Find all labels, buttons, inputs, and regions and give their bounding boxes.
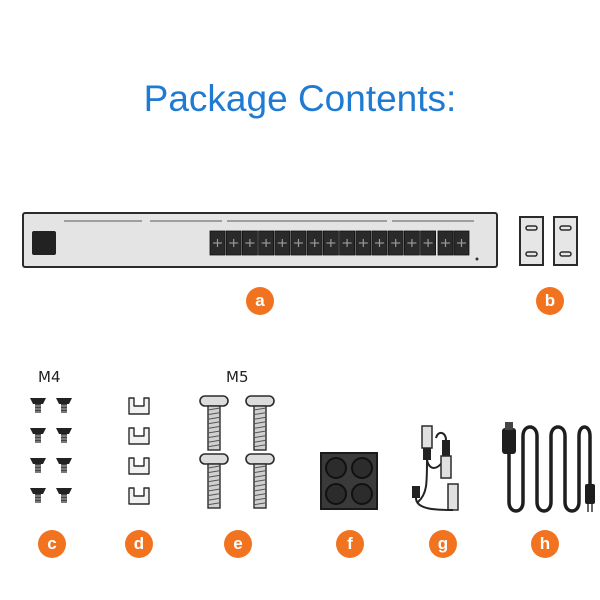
- item-badge-h: h: [531, 530, 559, 558]
- m4-screw: [30, 398, 46, 413]
- page-title: Package Contents:: [143, 78, 457, 119]
- sfp-port: [371, 230, 388, 256]
- m4-screw: [30, 428, 46, 443]
- cage-clip: [128, 487, 150, 505]
- sfp-port: [274, 230, 291, 256]
- m4-screw: [56, 398, 72, 413]
- dac-cable-illustration: [412, 425, 459, 511]
- m4-screw: [30, 488, 46, 503]
- sfp-port: [306, 230, 323, 256]
- m4-screw: [56, 428, 72, 443]
- sfp-port: [355, 230, 372, 256]
- m5-screw: [245, 453, 275, 509]
- sfp-port: [420, 230, 437, 256]
- rubber-feet-illustration: [320, 452, 378, 510]
- sfp-port: [339, 230, 356, 256]
- item-badge-e: e: [224, 530, 252, 558]
- rack-ears-illustration: [519, 216, 578, 266]
- sfp-port: [225, 230, 242, 256]
- power-cord-illustration: [502, 422, 595, 513]
- sfp-port: [403, 230, 420, 256]
- sfp-port: [241, 230, 258, 256]
- item-badge-g: g: [429, 530, 457, 558]
- sfp-port: [258, 230, 275, 256]
- switch-illustration: [22, 212, 498, 268]
- sfp-port: [387, 230, 404, 256]
- cage-clip: [128, 427, 150, 445]
- m4-screw: [56, 488, 72, 503]
- item-badge-a: a: [246, 287, 274, 315]
- sfp-port: [437, 230, 454, 256]
- m4-screw: [56, 458, 72, 473]
- sfp-port: [322, 230, 339, 256]
- cage-clips-illustration: [128, 397, 150, 505]
- m5-screw: [199, 453, 229, 509]
- sfp-port: [290, 230, 307, 256]
- sfp-port: [453, 230, 470, 256]
- m5-screws-illustration: [199, 395, 275, 509]
- cage-clip: [128, 457, 150, 475]
- m5-screw: [199, 395, 229, 451]
- cage-clip: [128, 397, 150, 415]
- item-badge-c: c: [38, 530, 66, 558]
- m4-size-label: M4: [38, 368, 61, 386]
- m4-screws-illustration: [30, 398, 72, 503]
- item-badge-b: b: [536, 287, 564, 315]
- item-badge-d: d: [125, 530, 153, 558]
- m4-screw: [30, 458, 46, 473]
- sfp-port: [209, 230, 226, 256]
- item-badge-f: f: [336, 530, 364, 558]
- m5-screw: [245, 395, 275, 451]
- m5-size-label: M5: [226, 368, 249, 386]
